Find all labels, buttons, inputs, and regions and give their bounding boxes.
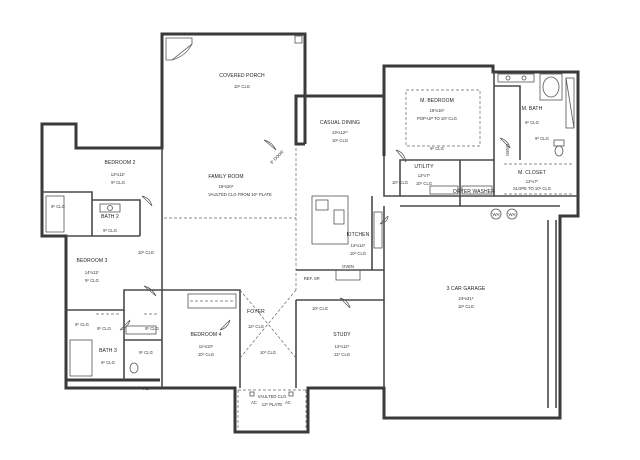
wall-ceiling-label: 10⁰ CLG: [260, 350, 276, 355]
casual-dining-ceiling: 10⁰ CLG: [332, 138, 348, 143]
garage-ceiling: 10⁰ CLG: [458, 304, 474, 309]
kitchen-size: 13⁶x14⁰: [351, 243, 366, 248]
wall-ceiling-label: 9⁰ CLG: [535, 136, 549, 141]
bedroom-3-size: 14⁰x11⁰: [85, 270, 100, 275]
linen-label: LINEN: [505, 144, 510, 156]
bath-2-label: BATH 2: [101, 214, 119, 220]
ac-unit-label: AC: [285, 400, 291, 405]
bedroom-4-ceiling: 10⁰ CLG: [198, 352, 214, 357]
casual-dining-size: 13⁶x12¹⁰: [332, 130, 349, 135]
ac-unit-label: AC: [251, 400, 257, 405]
study-ceiling: 12⁰ CLG: [334, 352, 350, 357]
wall-ceiling-label: 10⁰ CLG: [138, 250, 154, 255]
master-bedroom-label: M. BEDROOM: [420, 98, 454, 104]
casual-dining-label: CASUAL DINING: [320, 120, 360, 126]
garage-size: 24⁸x31⁸: [459, 296, 474, 301]
dryer-washer-label: DRYER WASHER: [453, 189, 495, 195]
master-bedroom-popup: POP-UP TO 10⁰ CLG: [417, 116, 457, 121]
master-closet-ceiling: SLOPE TO 10⁰ CLG: [513, 186, 551, 191]
ref-sp-label: REF. SP.: [304, 276, 320, 281]
utility-ceiling: 10⁰ CLG: [416, 181, 432, 186]
master-bath-label: M. BATH: [522, 106, 543, 112]
water-heater-label: WH: [493, 212, 500, 217]
wall-ceiling-label: 10⁰ CLG: [392, 180, 408, 185]
bedroom-2-size: 12⁶x11⁰: [111, 172, 126, 177]
kitchen-ceiling: 10⁰ CLG: [350, 251, 366, 256]
entry-porch-label: VAULTED CLG: [258, 394, 286, 399]
family-room-size: 19⁶x20⁶: [219, 184, 234, 189]
foyer-ceiling: 12⁰ CLG: [248, 324, 264, 329]
bedroom-3-label: BEDROOM 3: [77, 258, 108, 264]
foyer-label: FOYER: [247, 309, 265, 315]
entry-porch-ceiling: 12⁰ PLATE: [262, 402, 283, 407]
bedroom-2-label: BEDROOM 2: [105, 160, 136, 166]
fixtures: [45, 35, 575, 430]
wall-ceiling-label: 9⁰ CLG: [51, 204, 65, 209]
kitchen-label: KITCHEN: [347, 232, 370, 238]
door-note: 8' DOOR: [269, 149, 284, 164]
hose-bib-label: HB: [143, 386, 149, 391]
water-heater-label: WH: [509, 212, 516, 217]
utility-label: UTILITY: [414, 164, 434, 170]
master-bath-ceiling: 9⁰ CLG: [525, 120, 539, 125]
study-size: 13⁶x12⁰: [335, 344, 350, 349]
exterior-walls: [40, 32, 580, 434]
bedroom-2-ceiling: 9⁰ CLG: [111, 180, 125, 185]
wall-ceiling-label: 10⁰ CLG: [312, 306, 328, 311]
bedroom-3-ceiling: 9⁰ CLG: [85, 278, 99, 283]
utility-size: 12⁰x7⁰: [418, 173, 431, 178]
wall-ceiling-label: 9⁰ CLG: [139, 350, 153, 355]
family-room-label: FAMILY ROOM: [208, 174, 243, 180]
bedroom-4-size: 11⁶x10⁰: [199, 344, 214, 349]
covered-porch-ceiling: 10⁰ CLG: [234, 84, 250, 89]
bath-2-ceiling: 9⁰ CLG: [103, 228, 117, 233]
wall-ceiling-label: 9⁰ CLG: [145, 326, 159, 331]
wall-ceiling-label: 9⁰ CLG: [97, 326, 111, 331]
family-room-ceiling: VAULTED CLG FROM 10⁰ PLATE: [208, 192, 272, 197]
wall-ceiling-label: 9⁰ CLG: [75, 322, 89, 327]
bedroom-4-label: BEDROOM 4: [191, 332, 222, 338]
bath-3-label: BATH 3: [99, 348, 117, 354]
master-closet-label: M. CLOSET: [518, 170, 546, 176]
garage-label: 3 CAR GARAGE: [447, 286, 486, 292]
room-labels: COVERED PORCH 10⁰ CLG CASUAL DINING 13⁶x…: [77, 73, 551, 407]
master-bedroom-size: 16⁸x16⁰: [430, 108, 445, 113]
master-bedroom-ceiling: 9⁰ CLG: [430, 146, 444, 151]
interior-walls: [42, 72, 578, 388]
oven-label: OVEN: [342, 264, 354, 269]
master-closet-size: 12⁶x7⁰: [526, 179, 539, 184]
study-label: STUDY: [333, 332, 351, 338]
covered-porch-label: COVERED PORCH: [219, 73, 265, 79]
bath-3-ceiling: 9⁰ CLG: [101, 360, 115, 365]
